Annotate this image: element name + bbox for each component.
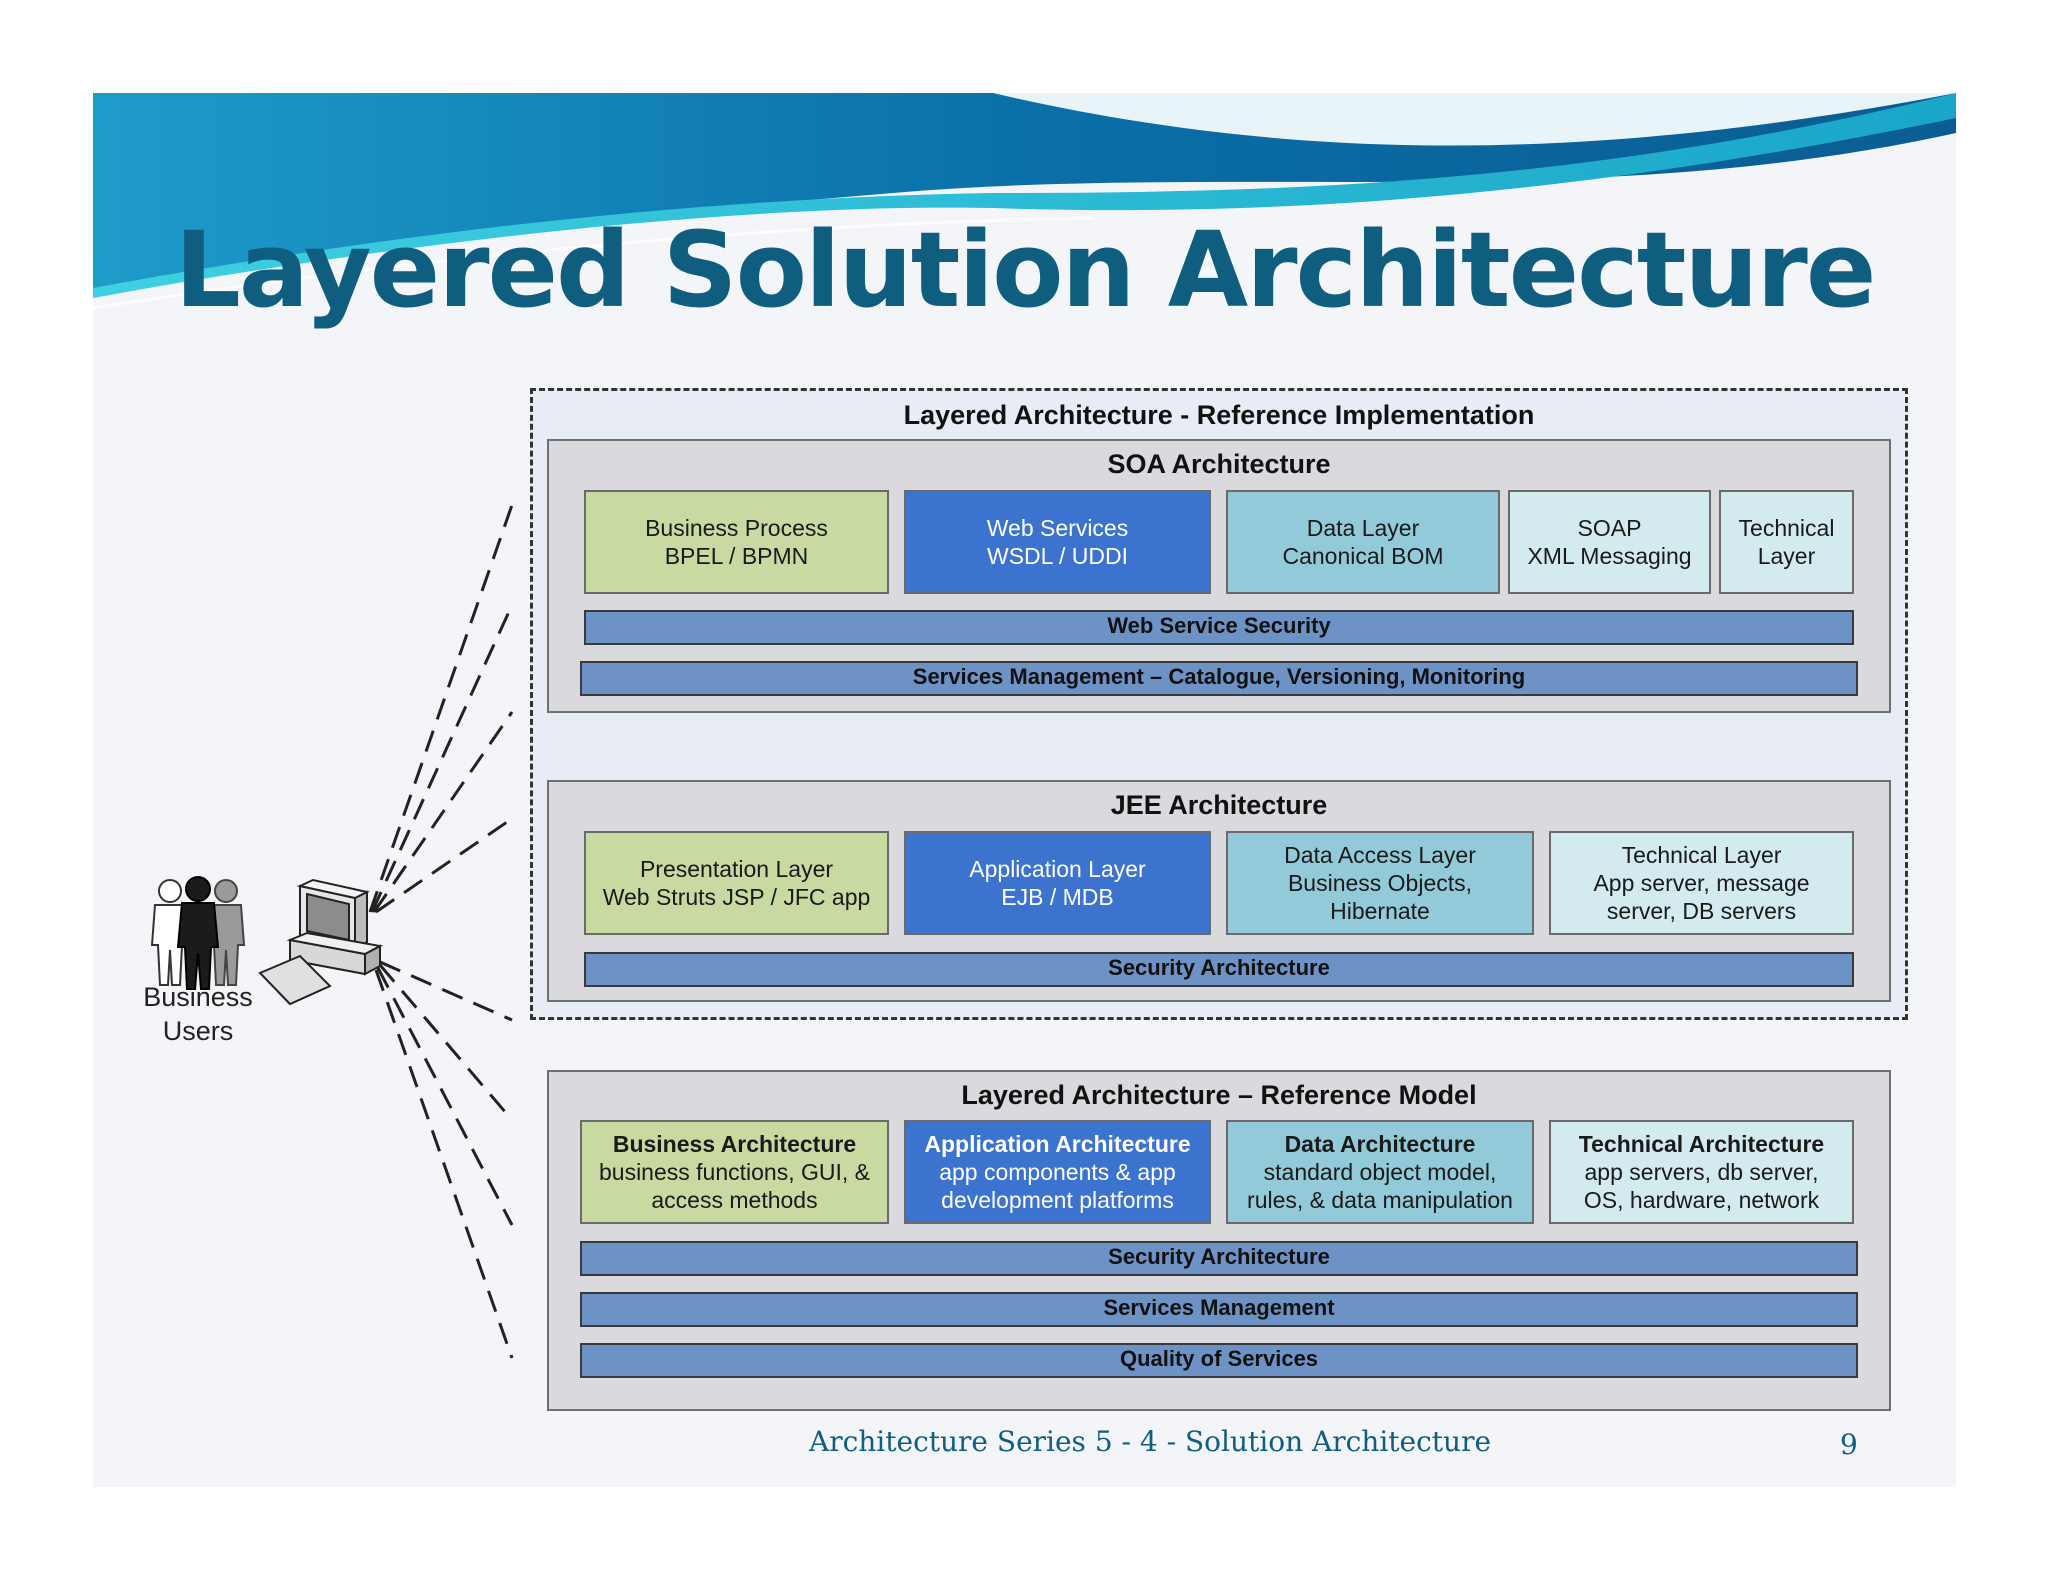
wave-banner [93, 93, 1956, 310]
services-management-soa-bar: Services Management – Catalogue, Version… [580, 661, 1858, 696]
model-security-architecture-bar: Security Architecture [580, 1241, 1858, 1276]
reference-implementation-title: Layered Architecture - Reference Impleme… [903, 400, 1535, 430]
jee-architecture-title: JEE Architecture [1110, 790, 1328, 820]
model-services-management-bar: Services Management [580, 1292, 1858, 1327]
jee-security-architecture-bar: Security Architecture [584, 952, 1854, 987]
slide-footer: Architecture Series 5 - 4 - Solution Arc… [808, 1425, 1492, 1458]
page-number: 9 [1840, 1428, 1858, 1461]
web-service-security-bar: Web Service Security [584, 610, 1854, 645]
business-users-icon [150, 876, 246, 990]
soa-architecture-title: SOA Architecture [1107, 449, 1331, 479]
slide-title: Layered Solution Architecture [174, 209, 1877, 331]
reference-model-title: Layered Architecture – Reference Model [961, 1080, 1477, 1110]
quality-of-services-bar: Quality of Services [580, 1343, 1858, 1378]
business-users-label: Business Users [143, 982, 253, 1046]
computer-icon [258, 878, 384, 1006]
